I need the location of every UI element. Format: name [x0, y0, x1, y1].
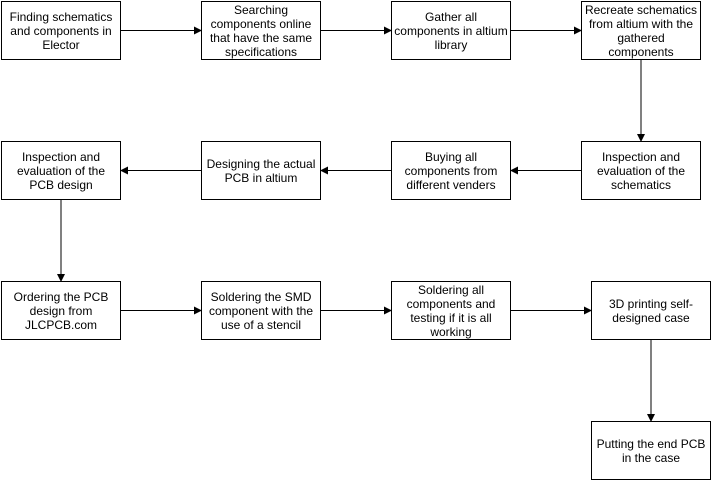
step-soldering-testing: Soldering all components and testing if …	[391, 281, 511, 340]
step-inspect-schematics: Inspection and evaluation of the schemat…	[581, 141, 701, 200]
step-inspect-pcb-design: Inspection and evaluation of the PCB des…	[1, 141, 121, 200]
step-recreate-schematics: Recreate schematics from altium with the…	[581, 1, 701, 60]
step-gather-components: Gather all components in altium library	[391, 1, 511, 60]
step-finding-schematics: Finding schematics and components in Ele…	[1, 1, 121, 60]
step-putting-pcb-in-case: Putting the end PCB in the case	[591, 421, 711, 480]
step-soldering-smd: Soldering the SMD component with the use…	[201, 281, 321, 340]
step-3d-printing-case: 3D printing self-designed case	[591, 281, 711, 340]
step-buying-components: Buying all components from different ven…	[391, 141, 511, 200]
step-designing-pcb: Designing the actual PCB in altium	[201, 141, 321, 200]
step-searching-components: Searching components online that have th…	[201, 1, 321, 60]
step-ordering-pcb: Ordering the PCB design from JLCPCB.com	[1, 281, 121, 340]
